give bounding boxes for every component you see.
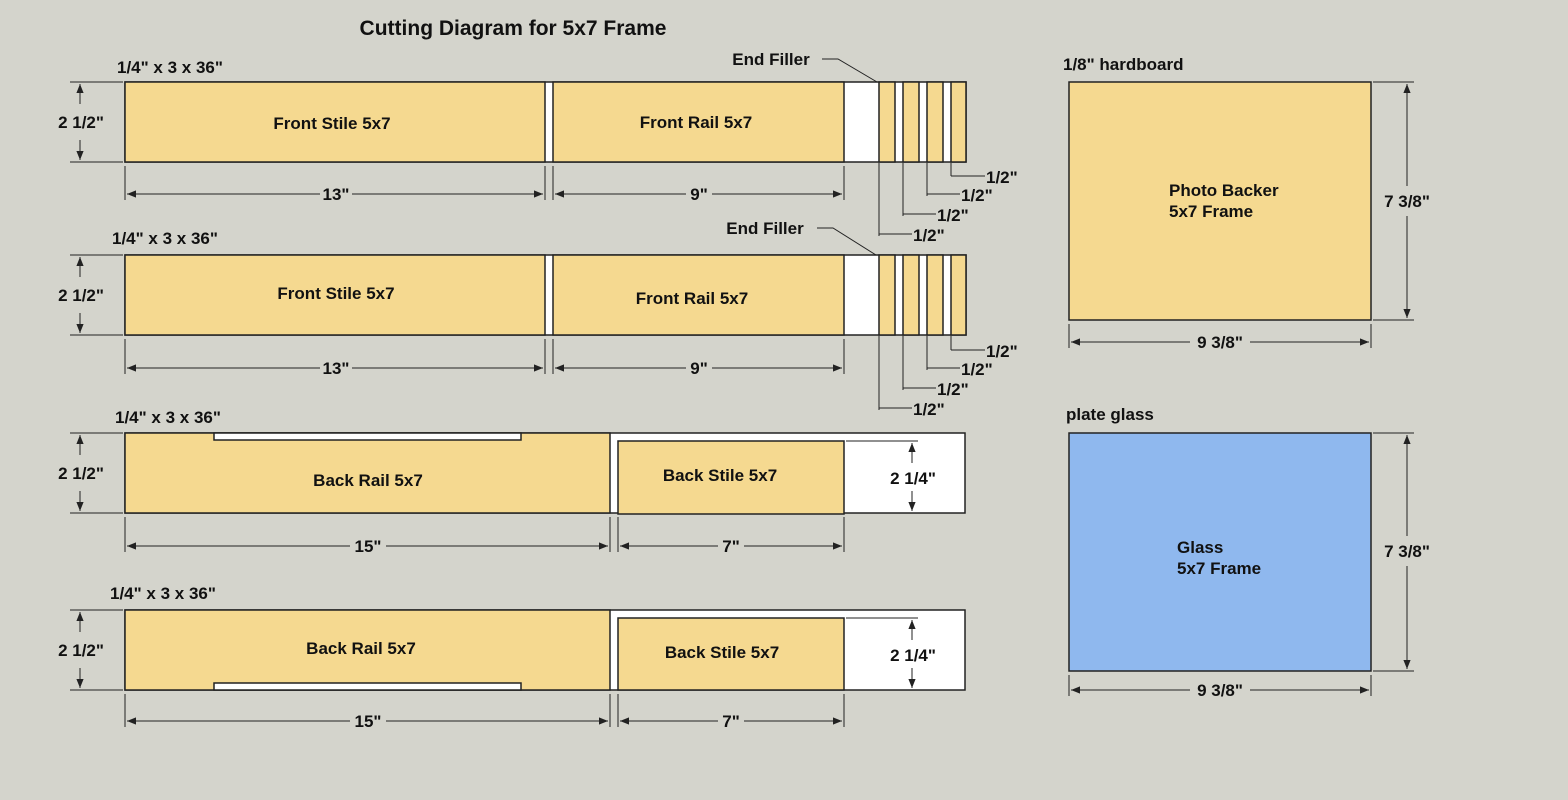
dim-front-rail: 9" [690,185,708,204]
board-2: 1/4" x 3 x 36" Front Stile 5x7 Front Rai… [58,219,1018,419]
strip-dim: 1/2" [937,380,969,399]
dim-back-stile: 7" [722,712,740,731]
piece-label-front-rail: Front Rail 5x7 [636,289,748,308]
piece-label-back-stile: Back Stile 5x7 [663,466,777,485]
panel-width-dim: 9 3/8" [1197,681,1243,700]
board-4: 1/4" x 3 x 36" Back Rail 5x7 Back Stile … [58,584,966,731]
strip-dim: 1/2" [961,360,993,379]
material-label: plate glass [1066,405,1154,424]
piece-label-back-rail: Back Rail 5x7 [313,471,423,490]
filler-strips [878,254,967,336]
strip-dim: 1/2" [913,226,945,245]
height-dim: 2 1/2" [58,641,104,660]
photo-backer-panel: 1/8" hardboard Photo Backer 5x7 Frame 7 … [1063,55,1430,352]
glass-rect [1068,432,1372,672]
strip-dim: 1/2" [937,206,969,225]
piece-label-front-rail: Front Rail 5x7 [640,113,752,132]
stock-label: 1/4" x 3 x 36" [112,229,218,248]
material-label: 1/8" hardboard [1063,55,1183,74]
front-stile-piece [124,254,546,336]
panel-height-dim: 7 3/8" [1384,192,1430,211]
glass-panel: plate glass Glass 5x7 Frame 7 3/8" 9 3/8… [1066,405,1430,700]
front-stile-piece [124,81,546,163]
piece-label-front-stile: Front Stile 5x7 [273,114,390,133]
back-stile-height-dim: 2 1/4" [890,469,936,488]
piece-label-front-stile: Front Stile 5x7 [277,284,394,303]
back-stile-height-dim: 2 1/4" [890,646,936,665]
board-3: 1/4" x 3 x 36" Back Rail 5x7 Back Stile … [58,408,966,556]
board-1: 1/4" x 3 x 36" Front Stile 5x7 Front Rai… [58,50,1018,245]
back-rail-piece [124,609,611,691]
height-dim: 2 1/2" [58,113,104,132]
strip-dim: 1/2" [986,168,1018,187]
dim-back-rail: 15" [355,537,382,556]
strip-dim: 1/2" [961,186,993,205]
dim-front-stile: 13" [323,359,350,378]
front-rail-piece [552,254,845,336]
diagram-title: Cutting Diagram for 5x7 Frame [360,17,667,40]
back-stile-piece [617,440,845,515]
photo-backer-rect [1068,81,1372,321]
panel-label-line2: 5x7 Frame [1177,559,1261,578]
dim-back-rail: 15" [355,712,382,731]
end-filler-label: End Filler [726,219,804,238]
front-rail-piece [552,81,845,163]
strip-dim: 1/2" [986,342,1018,361]
panel-width-dim: 9 3/8" [1197,333,1243,352]
dim-front-stile: 13" [323,185,350,204]
back-stile-piece [617,617,845,691]
piece-label-back-rail: Back Rail 5x7 [306,639,416,658]
strip-dim: 1/2" [913,400,945,419]
piece-label-back-stile: Back Stile 5x7 [665,643,779,662]
rabbet-slot [213,432,522,441]
height-dim: 2 1/2" [58,286,104,305]
dim-front-rail: 9" [690,359,708,378]
dim-back-stile: 7" [722,537,740,556]
back-rail-piece [124,432,611,514]
panel-label-line2: 5x7 Frame [1169,202,1253,221]
panel-height-dim: 7 3/8" [1384,542,1430,561]
panel-label-line1: Photo Backer [1169,181,1279,200]
panel-label-line1: Glass [1177,538,1223,557]
end-filler-label: End Filler [732,50,810,69]
stock-label: 1/4" x 3 x 36" [110,584,216,603]
height-dim: 2 1/2" [58,464,104,483]
filler-strips [878,81,967,163]
stock-label: 1/4" x 3 x 36" [115,408,221,427]
rabbet-slot [213,682,522,691]
stock-label: 1/4" x 3 x 36" [117,58,223,77]
